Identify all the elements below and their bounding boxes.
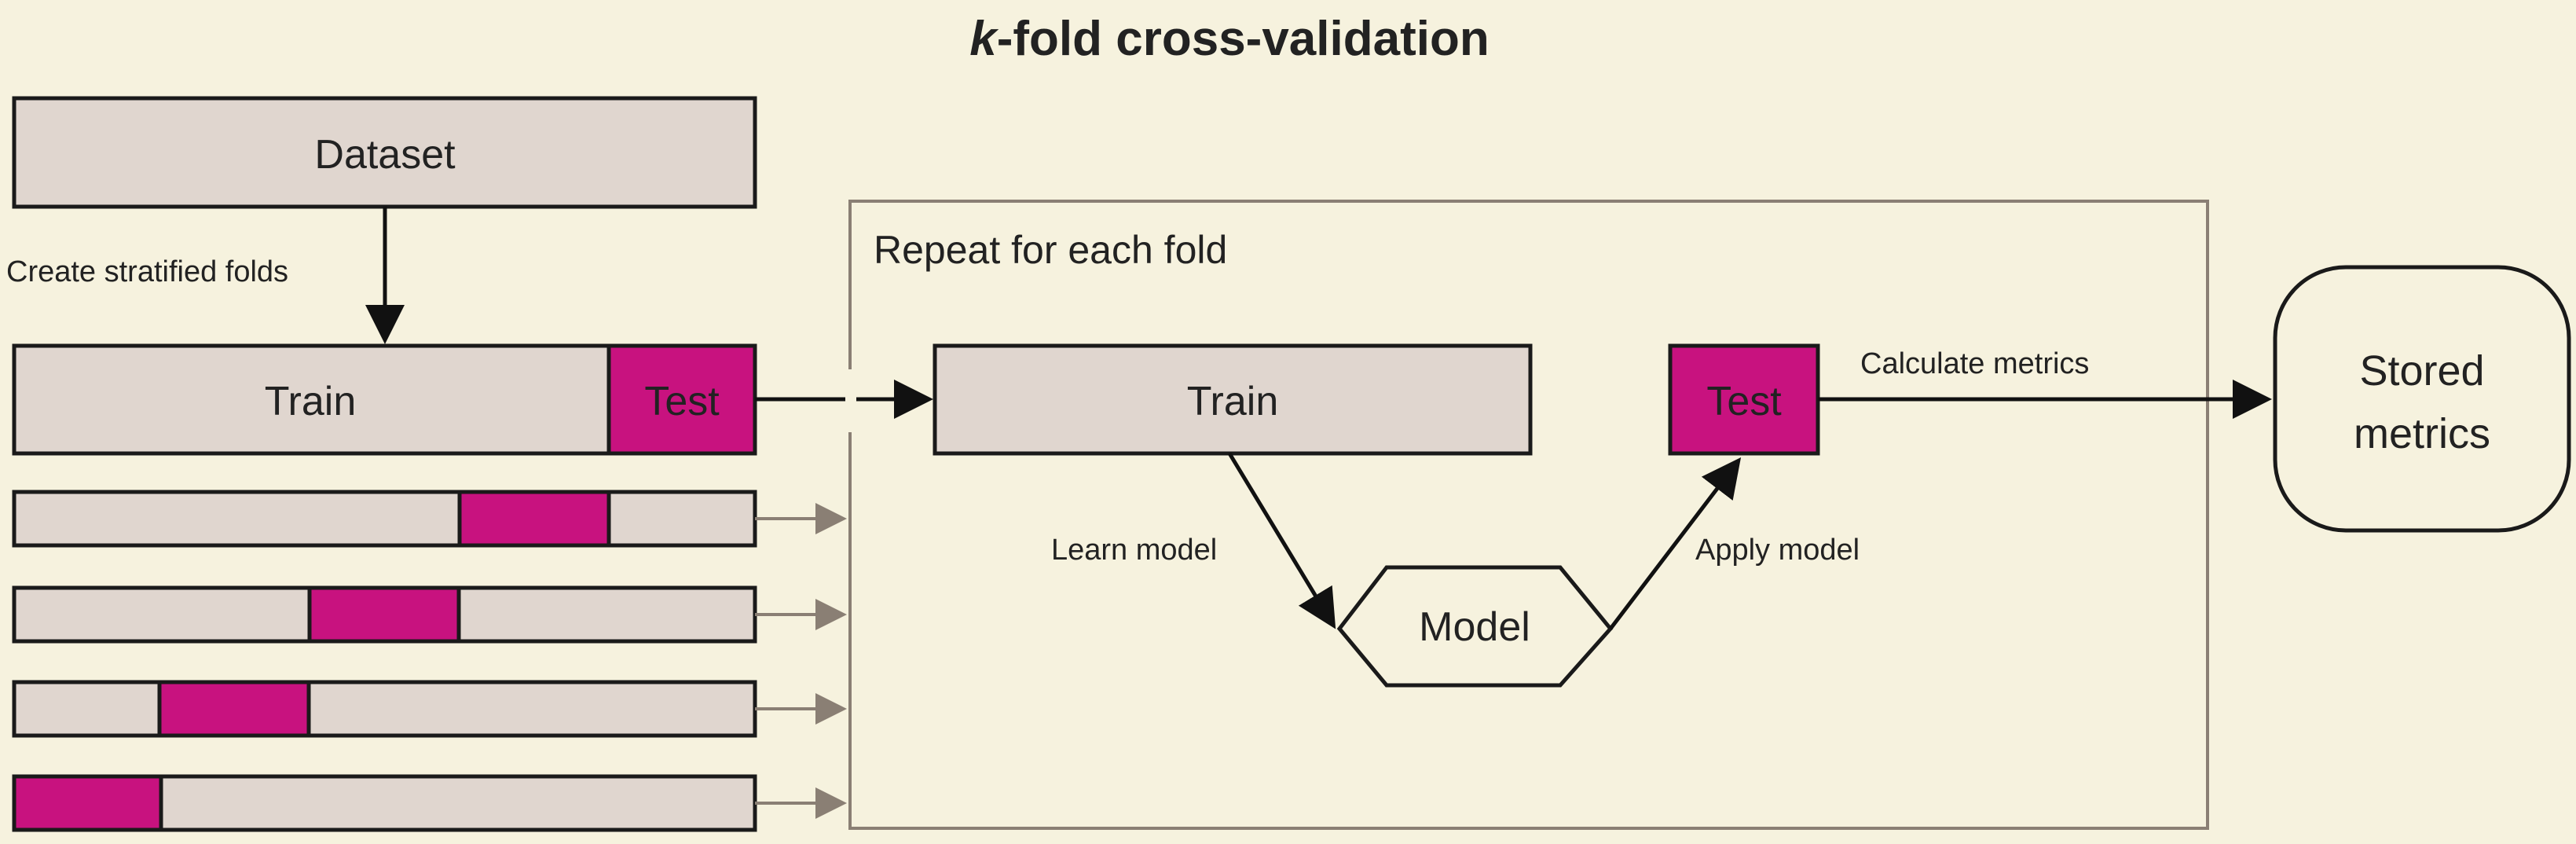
loop-test-label: Test bbox=[1706, 379, 1782, 424]
repeat-label: Repeat for each fold bbox=[874, 228, 1227, 272]
dataset-label: Dataset bbox=[314, 132, 456, 178]
repeat-loop-frame bbox=[848, 200, 2209, 830]
fold-4-bar bbox=[12, 680, 757, 738]
learn-model-arrow bbox=[1227, 452, 1336, 629]
stored-metrics-line-2: metrics bbox=[2354, 410, 2490, 457]
title-italic-k: k bbox=[969, 12, 999, 66]
fold-4-test-segment bbox=[157, 680, 311, 738]
fold-1-test-label: Test bbox=[644, 379, 720, 424]
learn-model-label: Learn model bbox=[1051, 534, 1217, 567]
loop-frame-gap bbox=[845, 369, 856, 432]
dataset-box bbox=[12, 96, 757, 209]
fold-1-train-segment bbox=[12, 343, 611, 456]
fold-3-test-segment bbox=[307, 585, 461, 644]
model-label: Model bbox=[1419, 604, 1530, 650]
fold-5-test-segment bbox=[12, 774, 163, 832]
create-folds-label: Create stratified folds bbox=[6, 255, 288, 288]
stored-metrics-box bbox=[2273, 265, 2571, 533]
apply-model-arrow bbox=[1609, 457, 1742, 630]
title-rest: -fold cross-validation bbox=[997, 12, 1490, 66]
calculate-metrics-label: Calculate metrics bbox=[1860, 347, 2089, 380]
fold-1-train-label: Train bbox=[265, 379, 357, 424]
loop-train-box bbox=[933, 343, 1533, 456]
fold-2-bar bbox=[12, 490, 757, 548]
diagram-title: k-fold cross-validation bbox=[969, 12, 1489, 66]
fold-1-test-segment bbox=[606, 343, 757, 456]
loop-train-label: Train bbox=[1187, 379, 1279, 424]
stored-metrics-line-1: Stored bbox=[2359, 347, 2484, 394]
fold-2-test-segment bbox=[457, 490, 611, 548]
loop-test-box bbox=[1668, 343, 1820, 456]
model-hexagon bbox=[1336, 565, 1614, 688]
apply-model-label: Apply model bbox=[1695, 534, 1860, 567]
